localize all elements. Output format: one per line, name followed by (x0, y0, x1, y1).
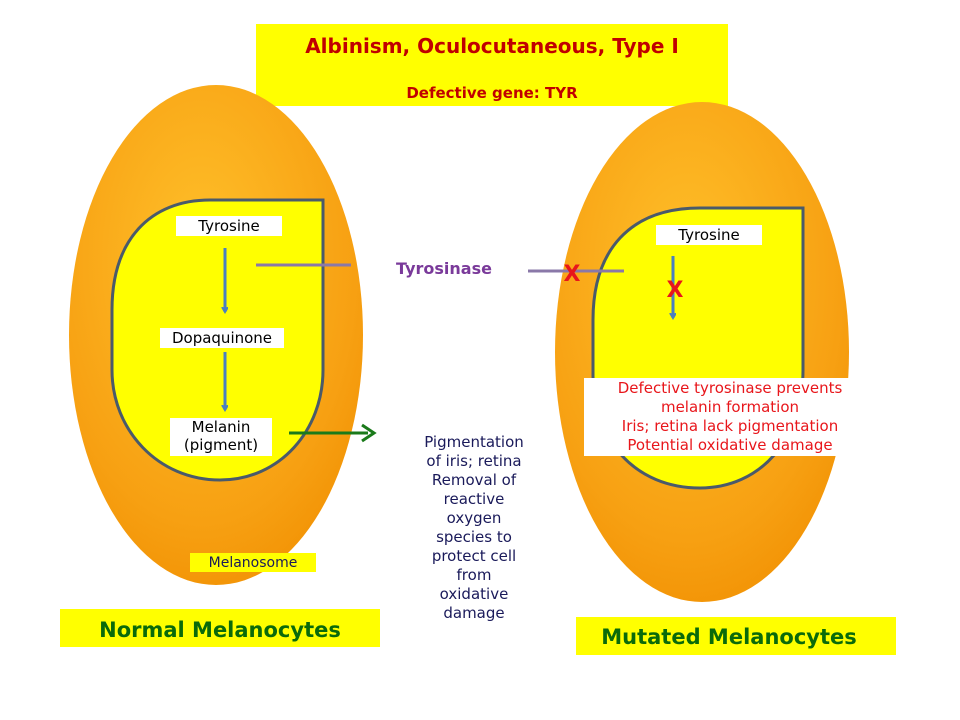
melanin-label: Melanin (192, 418, 251, 436)
defect-line: Defective tyrosinase prevents (618, 379, 843, 397)
function-line: of iris; retina (426, 452, 521, 470)
diagram-title: Albinism, Oculocutaneous, Type I (305, 34, 679, 58)
function-line: reactive (444, 490, 505, 508)
defective-gene-label: Defective gene: TYR (406, 84, 578, 102)
mutated-tyrosine-label: Tyrosine (677, 226, 739, 244)
melanosome-label-box (190, 553, 316, 572)
function-line: Removal of (432, 471, 517, 489)
function-line: Pigmentation (424, 433, 524, 451)
function-line: damage (443, 604, 504, 622)
defect-line: Iris; retina lack pigmentation (622, 417, 838, 435)
dopaquinone-box (160, 328, 284, 348)
melanin-box (170, 418, 272, 456)
melanin-function-arrowhead (361, 423, 377, 443)
normal-tyrosine-label: Tyrosine (197, 217, 259, 235)
normal-tyrosine-box (176, 216, 282, 236)
melanin-function-text: Pigmentation of iris; retina Removal of … (424, 433, 524, 622)
dopaquinone-label: Dopaquinone (172, 329, 272, 347)
function-line: from (457, 566, 492, 584)
normal-caption-box (60, 609, 380, 647)
normal-caption: Normal Melanocytes (99, 618, 341, 642)
defect-description-box (584, 378, 868, 456)
tyrosinase-label: Tyrosinase (396, 259, 492, 278)
blocked-enzyme-mark: X (564, 262, 581, 287)
header-box (256, 24, 728, 106)
melanosome-label: Melanosome (209, 555, 298, 571)
function-line: protect cell (432, 547, 516, 565)
mutated-caption: Mutated Melanocytes (601, 625, 857, 649)
function-line: oxygen (447, 509, 502, 527)
blocked-conversion-mark: X (667, 278, 684, 303)
mutated-tyrosine-box (656, 225, 762, 245)
defect-line: Potential oxidative damage (627, 436, 832, 454)
melanin-pigment-label: (pigment) (184, 436, 258, 454)
defect-description: Defective tyrosinase prevents melanin fo… (618, 379, 843, 454)
defect-line: melanin formation (661, 398, 799, 416)
function-line: species to (436, 528, 512, 546)
function-line: oxidative (440, 585, 509, 603)
mutated-caption-box (576, 617, 896, 655)
